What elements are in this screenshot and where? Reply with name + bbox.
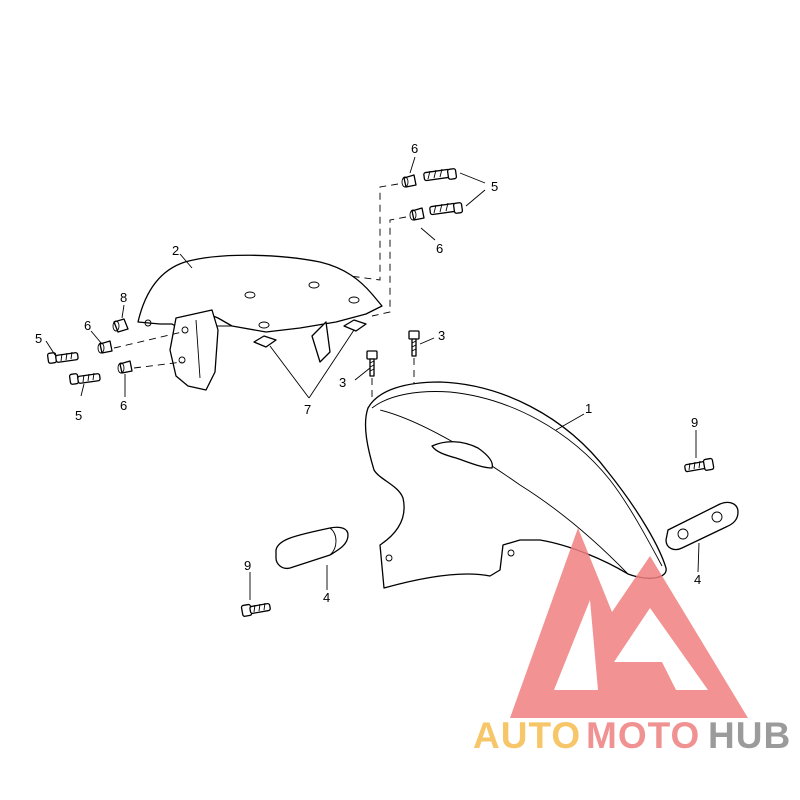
callout-4-right: 4 [694,572,701,587]
callout-5-left-upper: 5 [35,331,42,346]
callout-1: 1 [585,401,592,416]
callout-3-left: 3 [339,375,346,390]
bolt-3-left [366,350,378,377]
grommet-8 [112,318,129,333]
callout-4-left: 4 [323,590,330,605]
callout-labels: 1 2 3 3 4 4 5 5 5 6 6 6 6 7 8 9 9 [35,141,701,605]
callout-9-right: 9 [691,415,698,430]
callout-6-top-b: 6 [436,241,443,256]
part-1-front-mudguard [364,381,667,589]
bolt-5-left-b [68,372,101,385]
callout-5-top: 5 [491,179,498,194]
assembly-lines [113,183,415,398]
bolt-3-right [408,330,420,357]
bolt-5-top-b [429,202,464,216]
part-4-pad-left [275,526,349,570]
callout-5-left-lower: 5 [75,408,82,423]
spacer-6-top-b [409,207,425,221]
leader-lines [45,156,700,600]
part-4-pad-right [665,501,739,551]
callout-2: 2 [172,243,179,258]
part-2-inner-hugger [137,254,383,391]
spacer-6-left-b [117,360,133,374]
callout-6-top-a: 6 [411,141,418,156]
callout-6-left-b: 6 [120,398,127,413]
callout-6-left-a: 6 [84,318,91,333]
bolt-5-left-a [46,351,79,364]
bolt-9-right [684,457,715,473]
callout-3-right: 3 [438,328,445,343]
bolt-9-left [240,602,271,617]
spacer-6-left-a [97,340,113,354]
watermark-moto: MOTO [586,715,700,756]
watermark-auto: AUTO [473,715,581,756]
callout-8: 8 [120,290,127,305]
callout-9-left: 9 [244,558,251,573]
watermark-hub: HUB [708,715,791,756]
automotohub-watermark: AUTO MOTO HUB [473,528,791,756]
spacer-6-top-a [401,174,417,188]
callout-7: 7 [304,402,311,417]
automotohub-logo-icon [510,528,748,718]
bolt-5-top-a [423,168,458,182]
